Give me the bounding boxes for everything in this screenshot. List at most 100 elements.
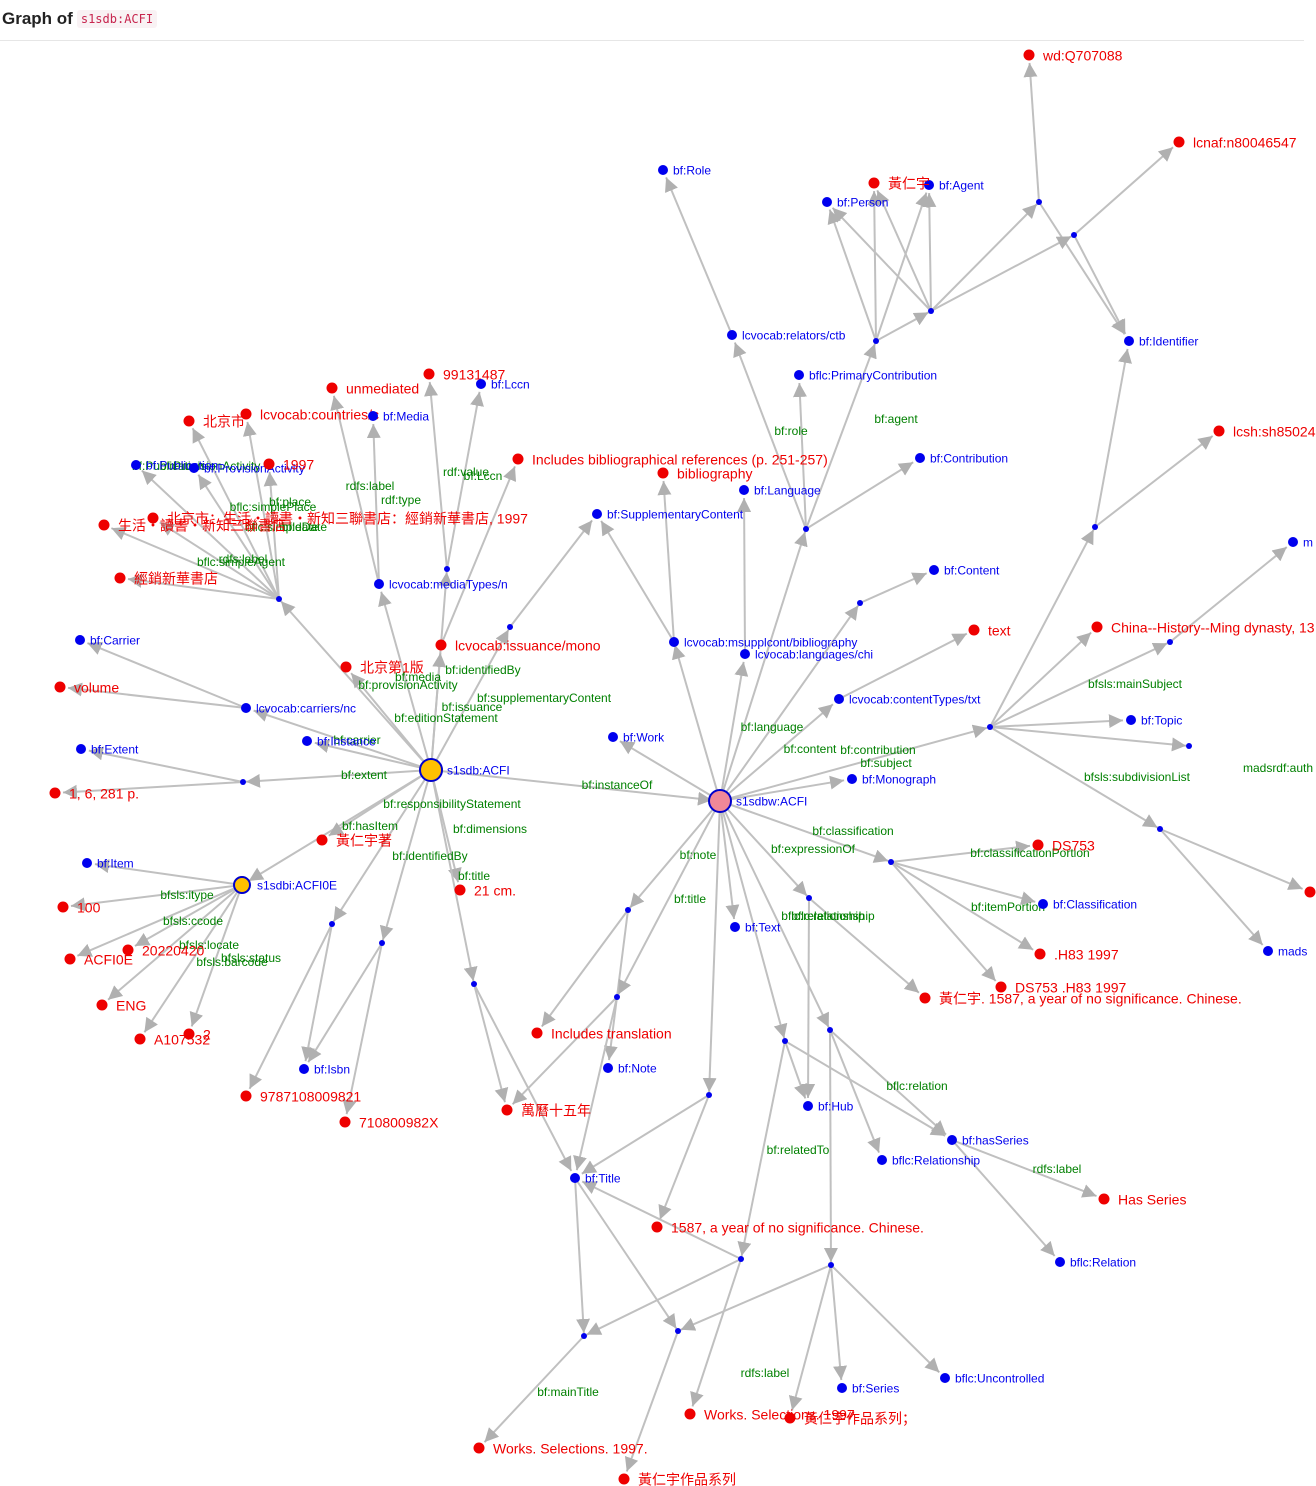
node-dot[interactable]	[570, 1173, 580, 1183]
blank-node-dot[interactable]	[1167, 639, 1173, 645]
node-dot[interactable]	[739, 485, 749, 495]
graph-node-n-lccn[interactable]: bf:Lccn	[476, 378, 530, 392]
node-dot[interactable]	[618, 1473, 630, 1485]
node-dot[interactable]	[924, 180, 934, 190]
node-dot[interactable]	[1173, 136, 1185, 148]
node-dot[interactable]	[114, 572, 126, 584]
graph-node-n-acfi0e[interactable]: ACFI0E	[64, 951, 134, 967]
graph-node-item[interactable]: s1sdbi:ACFI0E	[233, 876, 337, 894]
graph-node-n-uncontrolled[interactable]: bflc:Uncontrolled	[940, 1372, 1044, 1386]
node-dot[interactable]	[1124, 336, 1134, 346]
node-dot[interactable]	[877, 1155, 887, 1165]
graph-node-n-agent[interactable]: bf:Agent	[924, 179, 984, 193]
node-dot[interactable]	[57, 901, 69, 913]
graph-node-n-provact[interactable]: bf:ProvisionActivity	[189, 462, 305, 476]
node-dot[interactable]	[374, 579, 384, 589]
node-dot[interactable]	[339, 1116, 351, 1128]
node-dot[interactable]	[340, 661, 352, 673]
graph-node-n-99131487[interactable]: 99131487	[423, 366, 506, 382]
node-dot[interactable]	[1038, 899, 1048, 909]
node-dot[interactable]	[658, 165, 668, 175]
graph-node-n-21cm[interactable]: 21 cm.	[454, 882, 517, 898]
graph-node-n-hry[interactable]: 黃仁宇	[868, 175, 931, 191]
blank-node-dot[interactable]	[706, 1092, 712, 1098]
node-dot[interactable]	[531, 1027, 543, 1039]
graph-node-n-eng[interactable]: ENG	[96, 997, 147, 1013]
graph-node-n-text[interactable]: text	[968, 622, 1011, 638]
graph-node-work[interactable]: s1sdbw:ACFI	[708, 789, 807, 813]
graph-node-n-hub[interactable]: bf:Hub	[803, 1100, 854, 1114]
node-dot[interactable]	[326, 382, 338, 394]
blank-node-dot[interactable]	[329, 921, 335, 927]
graph-node-n-ds753[interactable]: DS753	[1032, 837, 1096, 853]
node-dot[interactable]	[834, 694, 844, 704]
graph-node-n-title[interactable]: bf:Title	[570, 1172, 621, 1186]
blank-node-dot[interactable]	[379, 940, 385, 946]
graph-node-n-relators[interactable]: lcvocab:relators/ctb	[727, 329, 846, 343]
blank-node-dot[interactable]	[1071, 232, 1077, 238]
graph-node-n-countries[interactable]: lcvocab:countries/c	[240, 406, 380, 422]
graph-node-n-topic[interactable]: bf:Topic	[1126, 714, 1182, 728]
graph-node-n-mediatypes[interactable]: lcvocab:mediaTypes/n	[374, 578, 508, 592]
blank-node-dot[interactable]	[857, 600, 863, 606]
node-dot[interactable]	[915, 453, 925, 463]
graph-node-n-ws1997[interactable]: Works. Selections. 1997.	[473, 1440, 648, 1456]
graph-node-n-2[interactable]: 2	[183, 1026, 212, 1042]
node-dot[interactable]	[454, 884, 466, 896]
graph-node-n-carriers[interactable]: lcvocab:carriers/nc	[241, 702, 356, 716]
node-dot[interactable]	[1304, 886, 1316, 898]
graph-node-n-madsauth-dot[interactable]	[1304, 886, 1316, 898]
node-dot[interactable]	[263, 458, 275, 470]
node-dot[interactable]	[240, 408, 252, 420]
blank-node-dot[interactable]	[471, 981, 477, 987]
graph-node-n-agent-long[interactable]: 生活‧讀書‧新知三聯書店	[98, 517, 287, 533]
node-dot[interactable]	[233, 876, 251, 894]
blank-node-dot[interactable]	[987, 724, 993, 730]
graph-node-n-bibliography[interactable]: bibliography	[657, 465, 753, 481]
blank-node-dot[interactable]	[873, 338, 879, 344]
graph-node-n-role[interactable]: bf:Role	[658, 164, 711, 178]
node-dot[interactable]	[96, 999, 108, 1011]
node-dot[interactable]	[98, 519, 110, 531]
graph-node-n-m[interactable]: m	[1288, 536, 1313, 550]
node-dot[interactable]	[995, 981, 1007, 993]
node-dot[interactable]	[684, 1408, 696, 1420]
blank-node-dot[interactable]	[1036, 199, 1042, 205]
graph-node-n-biblio-ref[interactable]: Includes bibliographical references (p. …	[512, 451, 828, 467]
graph-node-n-ws1997b[interactable]: Works. Selections. 1997	[684, 1406, 855, 1422]
blank-node-dot[interactable]	[1092, 524, 1098, 530]
blank-node-dot[interactable]	[782, 1038, 788, 1044]
blank-node-dot[interactable]	[828, 1262, 834, 1268]
graph-node-n-xinhua[interactable]: 經銷新華書店	[114, 570, 219, 586]
graph-node-n-language[interactable]: bf:Language	[739, 484, 821, 498]
node-dot[interactable]	[1126, 715, 1136, 725]
graph-node-n-identifier[interactable]: bf:Identifier	[1124, 335, 1198, 349]
node-dot[interactable]	[740, 649, 750, 659]
node-dot[interactable]	[1034, 948, 1046, 960]
node-dot[interactable]	[657, 467, 669, 479]
blank-node-dot[interactable]	[1157, 826, 1163, 832]
blank-node-dot[interactable]	[1186, 743, 1192, 749]
node-dot[interactable]	[76, 744, 86, 754]
graph-node-n-content[interactable]: bf:Content	[929, 564, 1000, 578]
graph-node-n-hry1587[interactable]: 黃仁宇. 1587, a year of no significance. Ch…	[919, 990, 1242, 1006]
blank-node-dot[interactable]	[803, 526, 809, 532]
blank-node-dot[interactable]	[827, 1027, 833, 1033]
node-dot[interactable]	[803, 1101, 813, 1111]
graph-node-n-person[interactable]: bf:Person	[822, 196, 888, 210]
node-dot[interactable]	[603, 1063, 613, 1073]
graph-node-n-bfwork[interactable]: bf:Work	[608, 731, 665, 745]
graph-node-n-media[interactable]: bf:Media	[368, 410, 429, 424]
graph-node-n-isbn1[interactable]: 9787108009821	[240, 1088, 362, 1104]
node-dot[interactable]	[784, 1412, 796, 1424]
graph-node-n-20220420[interactable]: 20220420	[122, 942, 205, 958]
graph-node-n-extent[interactable]: bf:Extent	[76, 743, 139, 757]
node-dot[interactable]	[122, 944, 134, 956]
graph-node-n-volume[interactable]: volume	[54, 679, 120, 695]
graph-node-n-relationship[interactable]: bflc:Relationship	[877, 1154, 980, 1168]
graph-node-n-lcnaf[interactable]: lcnaf:n80046547	[1173, 134, 1297, 150]
graph-node-n-hasseries-lit[interactable]: Has Series	[1098, 1191, 1187, 1207]
node-dot[interactable]	[501, 1104, 513, 1116]
node-dot[interactable]	[423, 368, 435, 380]
node-dot[interactable]	[929, 565, 939, 575]
